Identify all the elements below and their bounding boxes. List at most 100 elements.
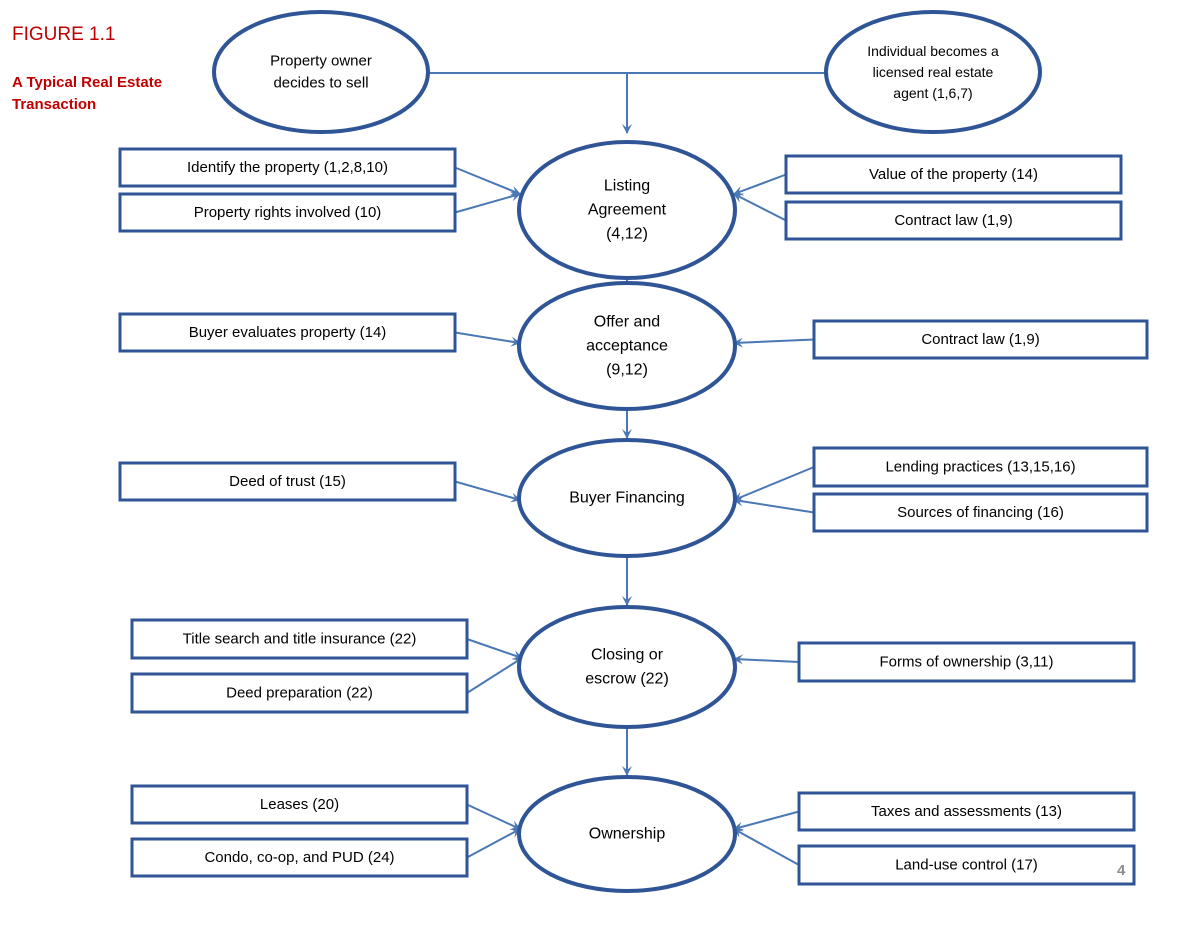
right-input-arrow — [733, 828, 800, 866]
left-input-arrow — [454, 480, 521, 503]
listing-agreement-node-label: Agreement — [588, 202, 667, 219]
buyer-financing-node-shape — [517, 438, 737, 558]
right-input-box-label: Contract law (1,9) — [894, 212, 1012, 229]
left-input-box-shape — [130, 618, 469, 660]
left-input-arrow — [466, 638, 523, 660]
left-input-arrow — [466, 828, 521, 859]
offer-acceptance-node-label: (9,12) — [606, 362, 648, 379]
left-input-box-label: Property rights involved (10) — [194, 204, 382, 221]
figure-subtitle-line: Transaction — [12, 96, 97, 113]
owner-decides-node-label: Property owner — [270, 53, 372, 70]
left-input-box: Property rights involved (10) — [118, 192, 457, 233]
left-input-arrow — [454, 331, 521, 347]
right-input-box-shape — [797, 844, 1136, 886]
left-input-box-shape — [118, 312, 457, 353]
right-input-arrow — [733, 810, 800, 832]
left-input-box-label: Identify the property (1,2,8,10) — [187, 159, 388, 176]
buyer-financing-node: Buyer Financing — [517, 438, 737, 558]
right-input-box: Land-use control (17) — [797, 844, 1136, 886]
closing-escrow-node-label: Closing or — [591, 647, 664, 664]
right-input-arrow — [733, 496, 815, 514]
right-input-box-label: Value of the property (14) — [869, 166, 1038, 183]
left-input-box-shape — [118, 461, 457, 502]
agent-licensed-node-label: agent (1,6,7) — [893, 85, 972, 101]
right-input-box: Value of the property (14) — [784, 154, 1123, 195]
right-input-arrow — [733, 466, 815, 502]
nodes: Property owner decides to sell Individual … — [118, 10, 1149, 893]
owner-decides-node: Property owner decides to sell — [212, 10, 430, 134]
right-input-box: Sources of financing (16) — [812, 492, 1149, 533]
listing-agreement-node-label: Listing — [604, 178, 650, 195]
right-input-box: Contract law (1,9) — [784, 200, 1123, 241]
figure-subtitle: A Typical Real Estate Transaction — [12, 72, 182, 116]
offer-acceptance-node-label: Offer and — [594, 314, 660, 331]
left-input-box: Leases (20) — [130, 784, 469, 825]
right-input-box-shape — [812, 446, 1149, 488]
right-input-box-label: Land-use control (17) — [895, 857, 1038, 874]
right-input-arrow — [733, 654, 800, 665]
right-input-arrow — [733, 173, 787, 196]
right-input-box-label: Lending practices (13,15,16) — [885, 459, 1075, 476]
owner-decides-node-label: decides to sell — [273, 75, 368, 92]
closing-escrow-node-shape — [517, 605, 737, 729]
listing-agreement-node-label: (4,12) — [606, 226, 648, 243]
left-input-box: Deed preparation (22) — [130, 672, 469, 714]
left-input-box-label: Title search and title insurance (22) — [183, 631, 417, 648]
left-input-box: Title search and title insurance (22) — [130, 618, 469, 660]
figure-title: FIGURE 1.1 — [12, 24, 116, 45]
right-input-box-shape — [784, 154, 1123, 195]
right-input-box-label: Forms of ownership (3,11) — [880, 654, 1054, 671]
left-input-box-shape — [130, 672, 469, 714]
connectors — [428, 72, 826, 866]
agent-licensed-node-label: Individual becomes a — [867, 43, 999, 59]
right-input-box-label: Taxes and assessments (13) — [871, 803, 1062, 820]
right-input-box: Taxes and assessments (13) — [797, 791, 1136, 832]
left-input-box-shape — [118, 147, 457, 188]
ownership-node-shape — [517, 775, 737, 893]
left-input-arrow — [466, 803, 521, 830]
closing-escrow-node-label: escrow (22) — [585, 671, 669, 688]
right-input-box: Lending practices (13,15,16) — [812, 446, 1149, 488]
left-input-arrow — [454, 191, 521, 214]
left-input-box: Identify the property (1,2,8,10) — [118, 147, 457, 188]
listing-agreement-node-shape — [517, 140, 737, 280]
left-input-box: Deed of trust (15) — [118, 461, 457, 502]
right-input-box-label: Sources of financing (16) — [897, 504, 1064, 521]
left-input-box-label: Leases (20) — [260, 796, 339, 813]
closing-escrow-node: Closing or escrow (22) — [517, 605, 737, 729]
figure-subtitle-line: A Typical Real Estate — [12, 74, 163, 91]
offer-acceptance-node: Offer and acceptance (9,12) — [517, 281, 737, 411]
left-input-box-label: Condo, co-op, and PUD (24) — [204, 849, 394, 866]
right-input-box: Forms of ownership (3,11) — [797, 641, 1136, 683]
right-input-box-shape — [784, 200, 1123, 241]
buyer-financing-node-label: Buyer Financing — [569, 490, 685, 507]
left-input-box: Buyer evaluates property (14) — [118, 312, 457, 353]
ownership-node: Ownership — [517, 775, 737, 893]
offer-acceptance-node-label: acceptance — [586, 338, 668, 355]
owner-decides-node-shape — [212, 10, 430, 134]
right-input-box-shape — [797, 641, 1136, 683]
right-input-arrow — [733, 337, 815, 348]
left-input-box-shape — [130, 784, 469, 825]
right-input-box-shape — [797, 791, 1136, 832]
left-input-box: Condo, co-op, and PUD (24) — [130, 837, 469, 878]
agent-licensed-node-label: licensed real estate — [873, 64, 994, 80]
left-input-box-label: Deed of trust (15) — [229, 473, 346, 490]
left-input-box-label: Buyer evaluates property (14) — [189, 324, 387, 341]
left-input-arrow — [466, 657, 523, 694]
agent-licensed-node-shape — [824, 10, 1042, 134]
agent-licensed-node: Individual becomes a licensed real estate… — [824, 10, 1042, 134]
right-input-box-shape — [812, 492, 1149, 533]
left-input-box-shape — [130, 837, 469, 878]
left-input-box-shape — [118, 192, 457, 233]
left-input-box-label: Deed preparation (22) — [226, 685, 373, 702]
right-input-box: Contract law (1,9) — [812, 319, 1149, 360]
right-input-box-label: Contract law (1,9) — [921, 331, 1039, 348]
page-number: 4 — [1117, 862, 1126, 879]
right-input-box-shape — [812, 319, 1149, 360]
offer-acceptance-node-shape — [517, 281, 737, 411]
right-input-arrow — [733, 193, 787, 222]
left-input-arrow — [454, 166, 521, 196]
